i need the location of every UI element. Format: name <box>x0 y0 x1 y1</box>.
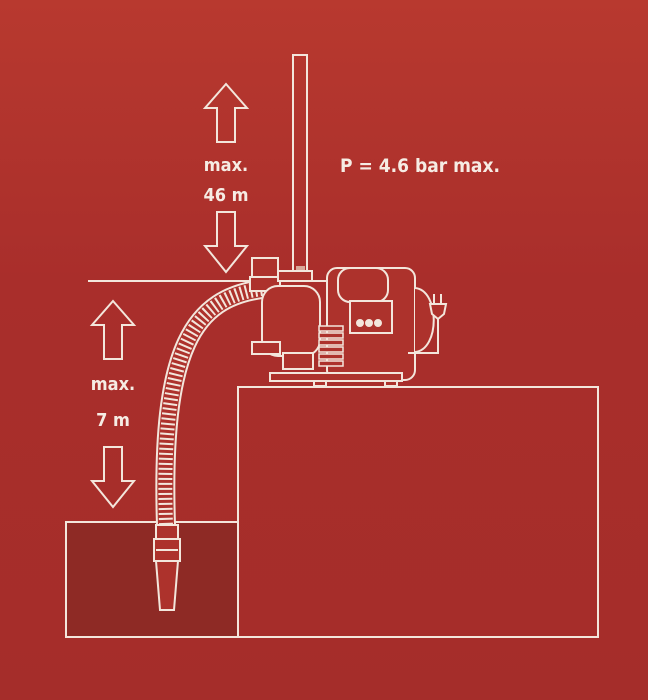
pressure-label: P = 4.6 bar max. <box>340 155 500 177</box>
pedestal-box <box>237 386 599 638</box>
power-plug-icon <box>428 303 448 321</box>
delivery-height-label: 46 m <box>203 185 248 206</box>
suction-depth-label: 7 m <box>96 410 130 431</box>
arrow-down-icon <box>202 211 250 274</box>
water-tank <box>65 521 239 638</box>
suction-strainer <box>153 524 181 611</box>
arrow-up-icon <box>202 82 250 143</box>
garden-pump <box>249 257 448 387</box>
arrow-up-icon <box>89 299 137 360</box>
delivery-max-label: max. <box>204 155 248 176</box>
suction-hose <box>155 279 264 526</box>
arrow-down-icon <box>89 446 137 509</box>
suction-max-label: max. <box>91 374 135 395</box>
